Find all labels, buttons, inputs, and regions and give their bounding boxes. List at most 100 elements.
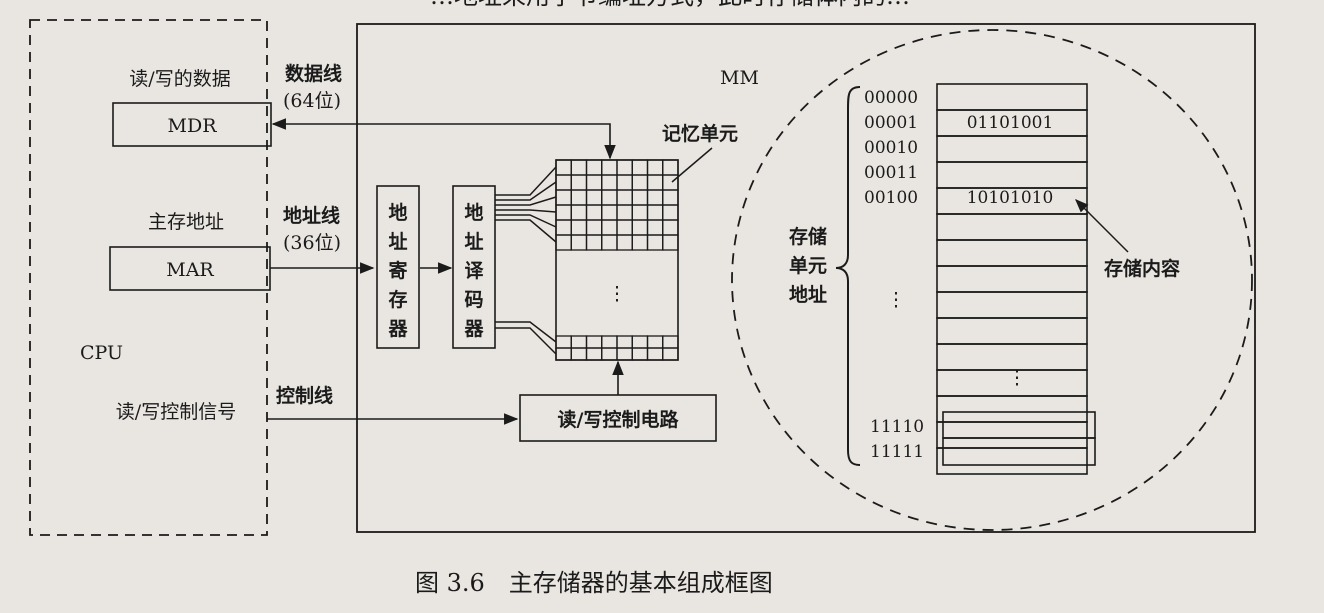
zoom-ellipse <box>731 29 1253 531</box>
unit-addr-line: 单元 <box>789 254 827 277</box>
memory-unit <box>936 317 1088 345</box>
addr-decoder-char: 地 <box>464 201 483 224</box>
memory-unit <box>942 411 1096 439</box>
memory-cell <box>616 189 633 206</box>
addr-bus-width: (36位) <box>283 232 341 254</box>
cpu-box <box>29 19 268 536</box>
memory-cell <box>601 219 618 236</box>
address-item: 00100 <box>864 188 918 208</box>
unit-addr-line: 地址 <box>789 283 827 306</box>
memory-cell <box>570 159 588 176</box>
rw-ctrl-label: 读/写控制信号 <box>116 401 236 423</box>
memory-cell <box>585 159 603 176</box>
unit-addr-line: 存储 <box>789 225 827 248</box>
memory-cell <box>570 189 588 206</box>
addr-decoder-box <box>452 185 496 349</box>
addr-register-char: 存 <box>388 288 407 311</box>
addr-register-char: 址 <box>388 231 407 253</box>
memory-cell <box>570 234 588 251</box>
addr-register-char: 寄 <box>388 259 407 282</box>
memory-cell <box>631 234 649 251</box>
word-line <box>495 209 557 213</box>
addr-decoder-char: 码 <box>464 289 483 311</box>
memory-cell <box>631 159 649 176</box>
addr-decoder-char: 址 <box>464 231 483 253</box>
unit-addr-label: 存储 单元 地址 <box>789 225 827 306</box>
memory-cell <box>601 159 618 176</box>
memory-cell <box>631 204 649 221</box>
memory-unit <box>936 395 1088 423</box>
memory-cell <box>570 347 588 361</box>
addr-register-char: 器 <box>387 318 408 340</box>
word-line <box>495 321 557 343</box>
header-fragment: …地址采用字节编址方式，此时存储体内的… <box>430 0 910 10</box>
memory-cell <box>570 174 588 191</box>
memory-cell <box>585 347 603 361</box>
memory-cell <box>555 174 572 191</box>
memory-cell <box>646 174 664 191</box>
memory-units-column <box>936 83 1096 475</box>
content-item: 01101001 <box>967 113 1054 133</box>
memory-cell <box>631 347 649 361</box>
memory-cell <box>662 347 679 361</box>
address-brace <box>835 86 861 466</box>
memory-cell <box>616 174 633 191</box>
address-item: 11110 <box>870 417 924 437</box>
memory-unit <box>942 437 1096 466</box>
memory-cell <box>646 347 664 361</box>
memory-unit <box>936 447 1088 475</box>
addr-decoder-char: 译 <box>464 260 484 282</box>
memory-cell <box>662 189 679 206</box>
memory-cell <box>555 189 572 206</box>
memory-cell <box>555 204 572 221</box>
memory-cell <box>616 347 633 361</box>
memory-cell <box>662 174 679 191</box>
decoder-word-lines <box>495 166 557 355</box>
memory-cell <box>601 204 618 221</box>
rw-data-label: 读/写的数据 <box>129 68 230 90</box>
mm-label: MM <box>720 67 759 89</box>
address-item: 00010 <box>864 138 918 158</box>
memory-cell <box>662 335 679 349</box>
memory-cell <box>646 234 664 251</box>
memory-cell <box>616 219 633 236</box>
memory-cell <box>601 174 618 191</box>
memory-cell <box>616 204 633 221</box>
content-item: 10101010 <box>967 188 1054 208</box>
address-item: 00011 <box>864 163 918 183</box>
word-line <box>495 219 557 243</box>
memory-unit <box>936 213 1088 241</box>
memory-cell <box>646 335 664 349</box>
address-item: 00000 <box>864 88 918 108</box>
memory-cell <box>555 234 572 251</box>
memory-unit <box>936 291 1088 319</box>
memory-unit <box>936 421 1088 449</box>
memory-cell <box>555 347 572 361</box>
contents-label: 存储内容 <box>1104 257 1180 280</box>
main-addr-label: 主存地址 <box>148 211 224 233</box>
word-line <box>495 196 557 206</box>
memory-cell <box>646 159 664 176</box>
mdr-label: MDR <box>168 115 218 137</box>
contents-list: 01101001 10101010 <box>967 113 1054 208</box>
memory-cell <box>631 189 649 206</box>
memory-cell <box>570 219 588 236</box>
memory-cell <box>601 347 618 361</box>
address-item: 00001 <box>864 113 918 133</box>
memory-cell <box>555 159 572 176</box>
memory-cell <box>631 219 649 236</box>
memory-cell <box>601 335 618 349</box>
addr-bus-label: 地址线 <box>283 204 340 227</box>
memory-cell <box>662 204 679 221</box>
memory-cell <box>616 234 633 251</box>
memory-cell <box>631 174 649 191</box>
memory-unit <box>936 265 1088 293</box>
data-bus-label: 数据线 <box>285 62 342 85</box>
figure-caption: 图 3.6 主存储器的基本组成框图 <box>415 569 773 597</box>
mdr-box <box>112 102 272 147</box>
memory-cell-label: 记忆单元 <box>662 122 738 145</box>
memory-cell <box>616 335 633 349</box>
memory-cell <box>555 219 572 236</box>
